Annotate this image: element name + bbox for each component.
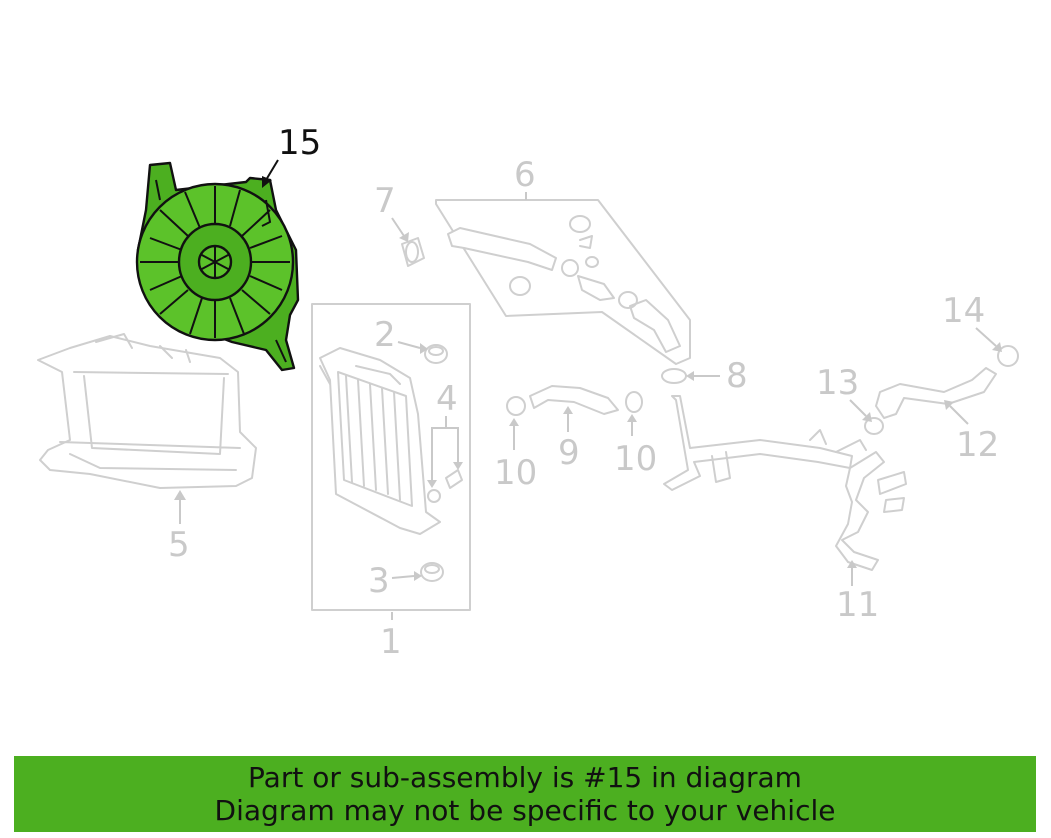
callout-3: 3 — [368, 561, 390, 601]
part-6-hose-kit[interactable] — [447, 215, 681, 353]
callout-10-left: 10 — [494, 453, 537, 493]
callout-4: 4 — [436, 379, 458, 419]
part-1-box — [311, 303, 471, 611]
part-7-clamp[interactable] — [401, 237, 425, 267]
callout-14: 14 — [942, 291, 985, 331]
part-15-fan-shroud[interactable] — [135, 161, 300, 372]
part-13-clamp[interactable] — [864, 417, 884, 435]
callout-10-right: 10 — [614, 439, 657, 479]
part-5-radiator-support[interactable] — [37, 333, 257, 489]
callout-9: 9 — [558, 433, 580, 473]
callout-7: 7 — [374, 181, 396, 221]
callout-1: 1 — [380, 622, 402, 662]
part-8-clamp[interactable] — [661, 368, 687, 384]
callout-11: 11 — [836, 585, 879, 625]
part-11-pipe-assembly[interactable] — [663, 395, 907, 571]
banner-line-2: Diagram may not be specific to your vehi… — [214, 794, 836, 827]
callout-6: 6 — [514, 155, 536, 195]
part-6-box — [435, 199, 691, 365]
parts-diagram: 15 5 1 2 4 3 7 — [37, 123, 1019, 662]
part-10-clamp-right[interactable] — [625, 391, 643, 413]
part-2-cap[interactable] — [424, 344, 448, 364]
part-10-clamp-left[interactable] — [506, 396, 526, 416]
info-banner: Part or sub-assembly is #15 in diagram D… — [14, 756, 1036, 832]
callout-13: 13 — [816, 363, 859, 403]
banner-line-1: Part or sub-assembly is #15 in diagram — [248, 761, 802, 794]
part-12-hose[interactable] — [875, 367, 997, 419]
part-9-hose[interactable] — [529, 385, 619, 415]
callout-2: 2 — [374, 315, 396, 355]
callout-8: 8 — [726, 356, 748, 396]
callout-12: 12 — [956, 425, 999, 465]
callout-15: 15 — [278, 123, 321, 163]
part-4-plugs[interactable] — [427, 469, 463, 503]
part-1-radiator[interactable] — [319, 347, 441, 535]
callout-5: 5 — [168, 525, 190, 565]
part-14-clamp[interactable] — [997, 345, 1019, 367]
part-3-cap[interactable] — [420, 562, 444, 582]
